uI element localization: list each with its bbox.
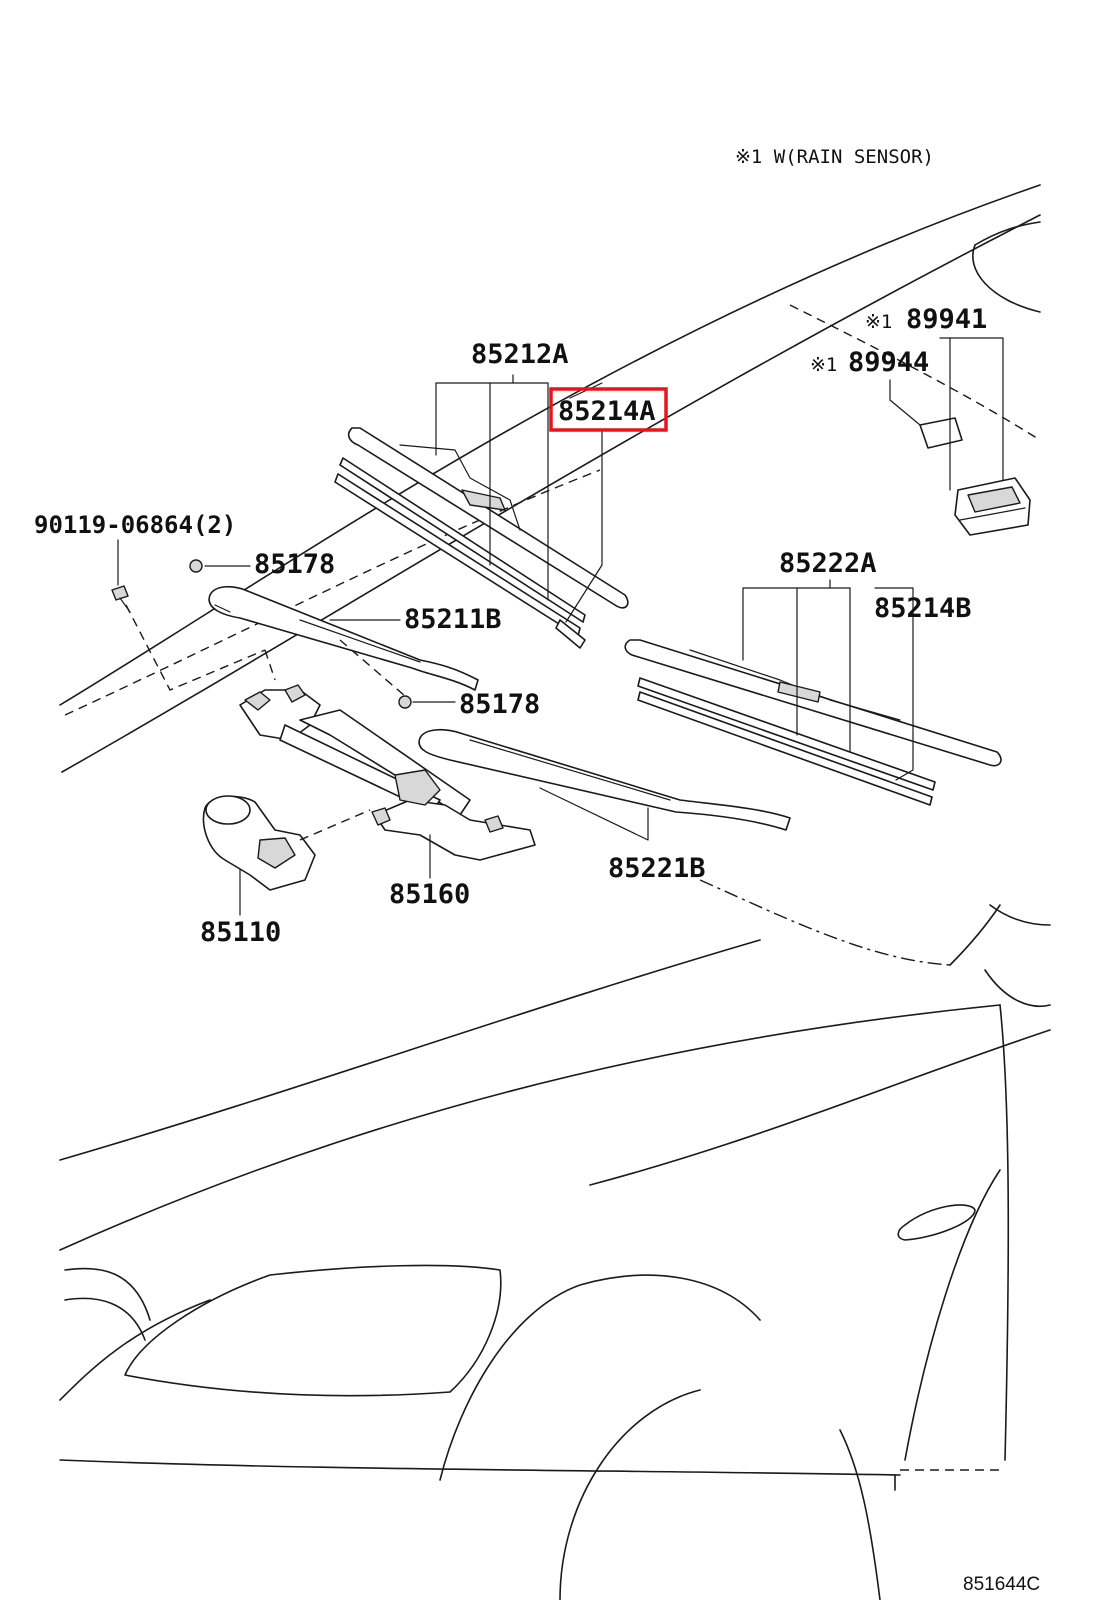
- figure-id: 851644C: [963, 1574, 1040, 1595]
- passenger-wiper-blade: [624, 639, 1002, 806]
- driver-wiper-arm: [208, 585, 479, 691]
- label-90119-06864[interactable]: 90119-06864(2): [34, 511, 236, 539]
- label-85110[interactable]: 85110: [200, 917, 281, 948]
- vehicle-outline: [59, 184, 1051, 1600]
- label-85222A[interactable]: 85222A: [779, 548, 877, 579]
- label-85212A[interactable]: 85212A: [471, 339, 569, 370]
- label-85214B[interactable]: 85214B: [874, 593, 972, 624]
- label-85211B[interactable]: 85211B: [404, 604, 502, 635]
- leader-lines: [117, 337, 1004, 916]
- label-85160[interactable]: 85160: [389, 879, 470, 910]
- label-85178-lower[interactable]: 85178: [459, 689, 540, 720]
- wiper-link-assembly: [239, 684, 536, 861]
- callout-labels: ※1 W(RAIN SENSOR) 85212A 85214A ※1 89941…: [34, 146, 1040, 1595]
- highlight-box: [549, 387, 668, 432]
- label-89941[interactable]: 89941: [906, 304, 987, 335]
- wiper-motor: [202, 795, 316, 891]
- driver-wiper-blade: [334, 427, 629, 649]
- label-85178-upper[interactable]: 85178: [254, 549, 335, 580]
- label-85214A[interactable]: 85214A: [558, 396, 656, 427]
- note-rain-sensor: ※1 W(RAIN SENSOR): [735, 146, 934, 168]
- mark-89944: ※1: [810, 354, 837, 376]
- passenger-wiper-arm: [418, 728, 791, 831]
- fasteners: [111, 559, 412, 709]
- rain-sensor-assembly: [919, 417, 1031, 536]
- label-85221B[interactable]: 85221B: [608, 853, 706, 884]
- mark-89941: ※1: [865, 311, 892, 333]
- label-89944[interactable]: 89944: [848, 347, 929, 378]
